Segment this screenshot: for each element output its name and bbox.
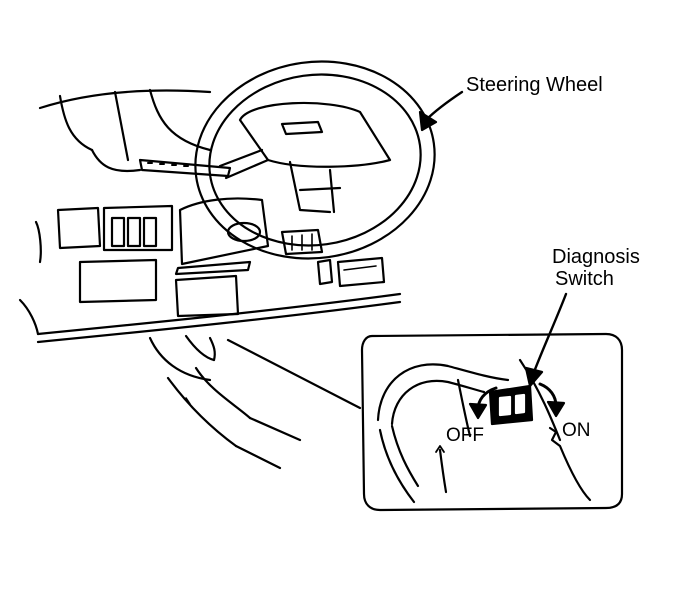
diagnosis-switch-pointer bbox=[524, 292, 568, 388]
hand bbox=[148, 334, 302, 470]
diagnosis-switch-label-line2: Switch bbox=[555, 268, 614, 290]
steering-wheel-label: Steering Wheel bbox=[466, 74, 603, 96]
diagnosis-switch-label-line1: Diagnosis bbox=[552, 246, 640, 268]
callout-detail bbox=[376, 358, 592, 504]
off-arrow bbox=[468, 386, 498, 420]
callout-leader-line bbox=[226, 338, 362, 410]
callout-box bbox=[360, 332, 624, 512]
on-arrow bbox=[538, 382, 566, 418]
instrument-panel-right bbox=[316, 256, 386, 288]
dashboard-lower-edge bbox=[18, 292, 402, 344]
steering-wheel-pointer bbox=[418, 90, 464, 132]
steering-wheel bbox=[194, 60, 436, 260]
off-label: OFF bbox=[446, 425, 484, 446]
on-label: ON bbox=[562, 420, 591, 441]
instrument-panel-left bbox=[34, 204, 240, 318]
steering-column bbox=[174, 197, 324, 276]
